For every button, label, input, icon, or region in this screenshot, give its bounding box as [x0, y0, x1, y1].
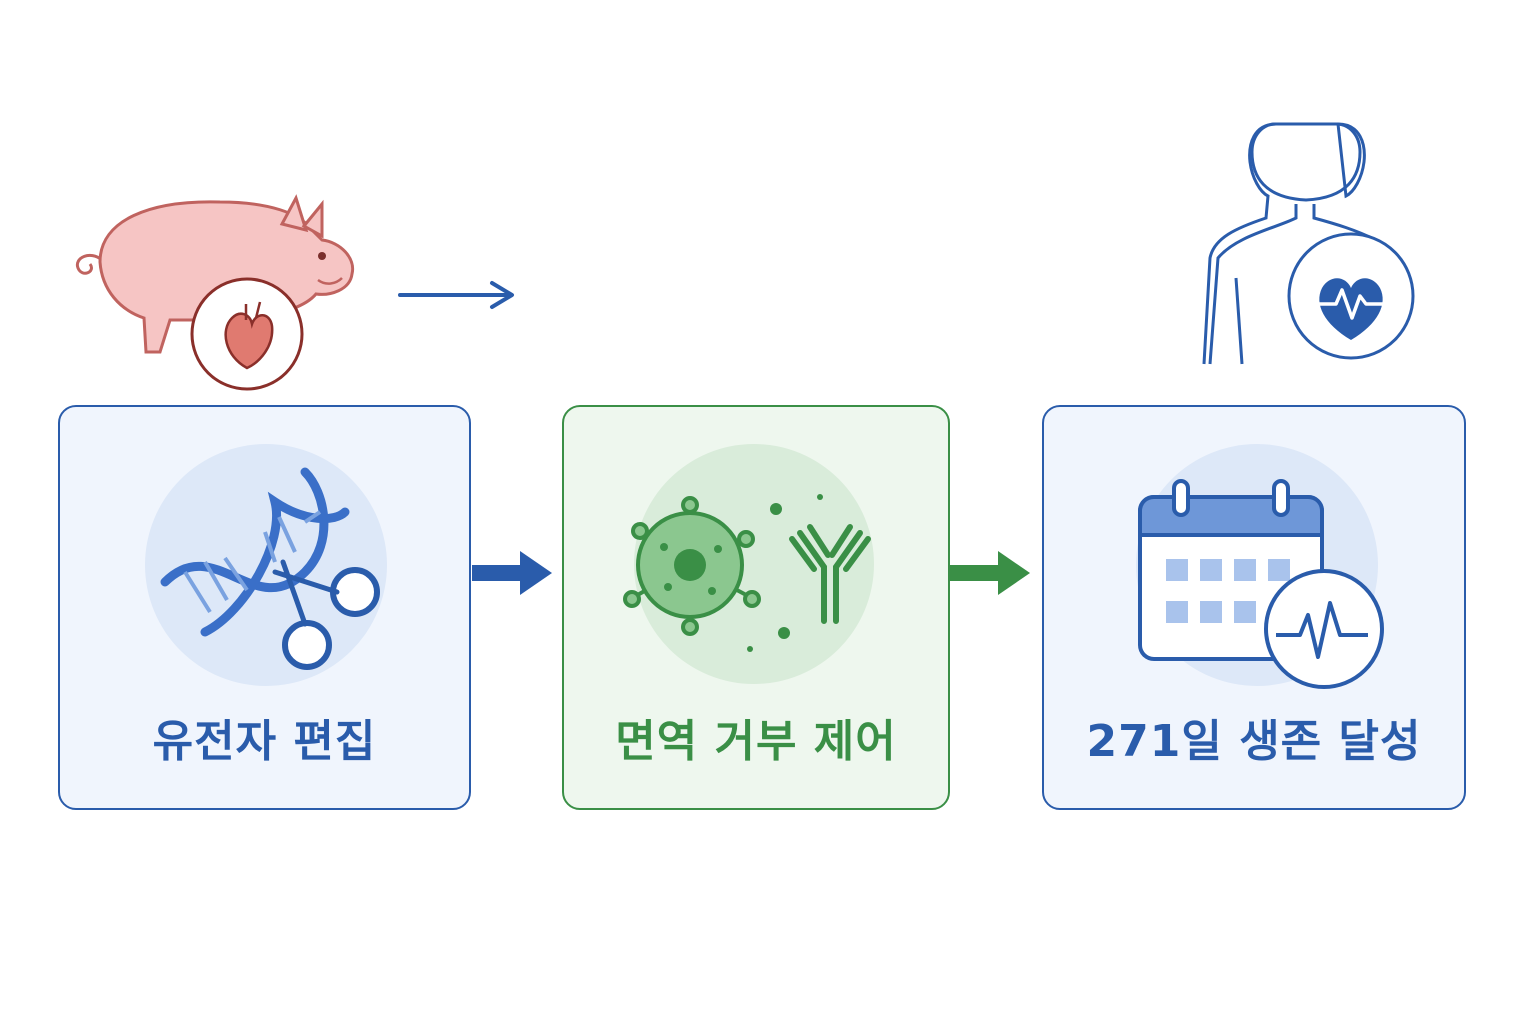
step-card-gene-editing: 유전자 편집 — [58, 405, 471, 810]
calendar-heartbeat-icon — [1138, 479, 1384, 689]
arrow-right-icon — [950, 551, 1030, 595]
step-label: 271일 생존 달성 — [1086, 716, 1422, 767]
virus-antibody-icon — [623, 494, 871, 652]
arrow-right-icon — [472, 551, 552, 595]
human-heart-icon — [1202, 122, 1415, 365]
arrow-right-icon — [398, 281, 514, 309]
step-label: 면역 거부 제어 — [615, 716, 897, 767]
dna-scissors-icon — [160, 467, 380, 670]
pig-heart-icon — [75, 194, 355, 391]
step-card-survival: 271일 생존 달성 — [1042, 405, 1466, 810]
step-label: 유전자 편집 — [152, 716, 377, 767]
step-card-immune-rejection: 면역 거부 제어 — [562, 405, 950, 810]
